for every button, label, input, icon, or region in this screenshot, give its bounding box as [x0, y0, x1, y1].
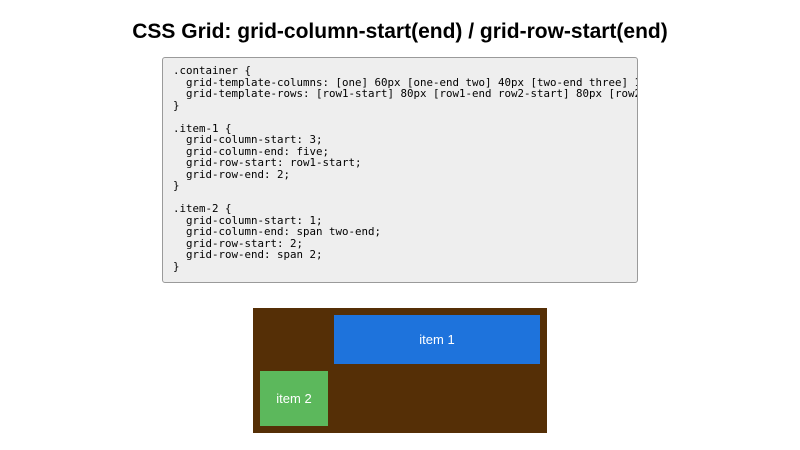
code-block: .container { grid-template-columns: [one…: [162, 57, 638, 283]
code-line: grid-column-start: 3;: [173, 133, 323, 146]
code-line: grid-template-columns: [one] 60px [one-e…: [186, 75, 637, 89]
code-line: }: [173, 259, 180, 273]
grid-item-2: item 2: [260, 371, 328, 426]
code-line: grid-row-end: span 2;: [173, 248, 323, 261]
grid-item-1: item 1: [334, 315, 540, 364]
code-line: grid-column-end: five;: [173, 144, 330, 158]
code-line: grid-row-start: row1-start;: [173, 156, 362, 169]
code-line: }: [173, 98, 180, 112]
code-line: .item-1 {: [173, 121, 232, 135]
code-line: .container {: [173, 64, 252, 77]
code-line: .item-2 {: [173, 202, 232, 215]
code-line: grid-row-end: 2;: [173, 167, 291, 181]
code-blank-line: [173, 192, 637, 204]
code-blank-line: [173, 111, 637, 123]
code-line: }: [173, 179, 180, 192]
code-line: grid-template-rows: [row1-start] 80px [r…: [173, 87, 638, 100]
grid-item-2-label: item 2: [276, 391, 312, 406]
code-line: grid-column-start: 1;: [173, 213, 323, 227]
grid-item-1-label: item 1: [419, 332, 455, 347]
code-line: grid-row-start: 2;: [173, 236, 304, 250]
grid-container: item 1 item 2: [253, 308, 547, 433]
code-line: grid-column-end: span two-end;: [173, 225, 382, 238]
page-title: CSS Grid: grid-column-start(end) / grid-…: [132, 20, 668, 43]
